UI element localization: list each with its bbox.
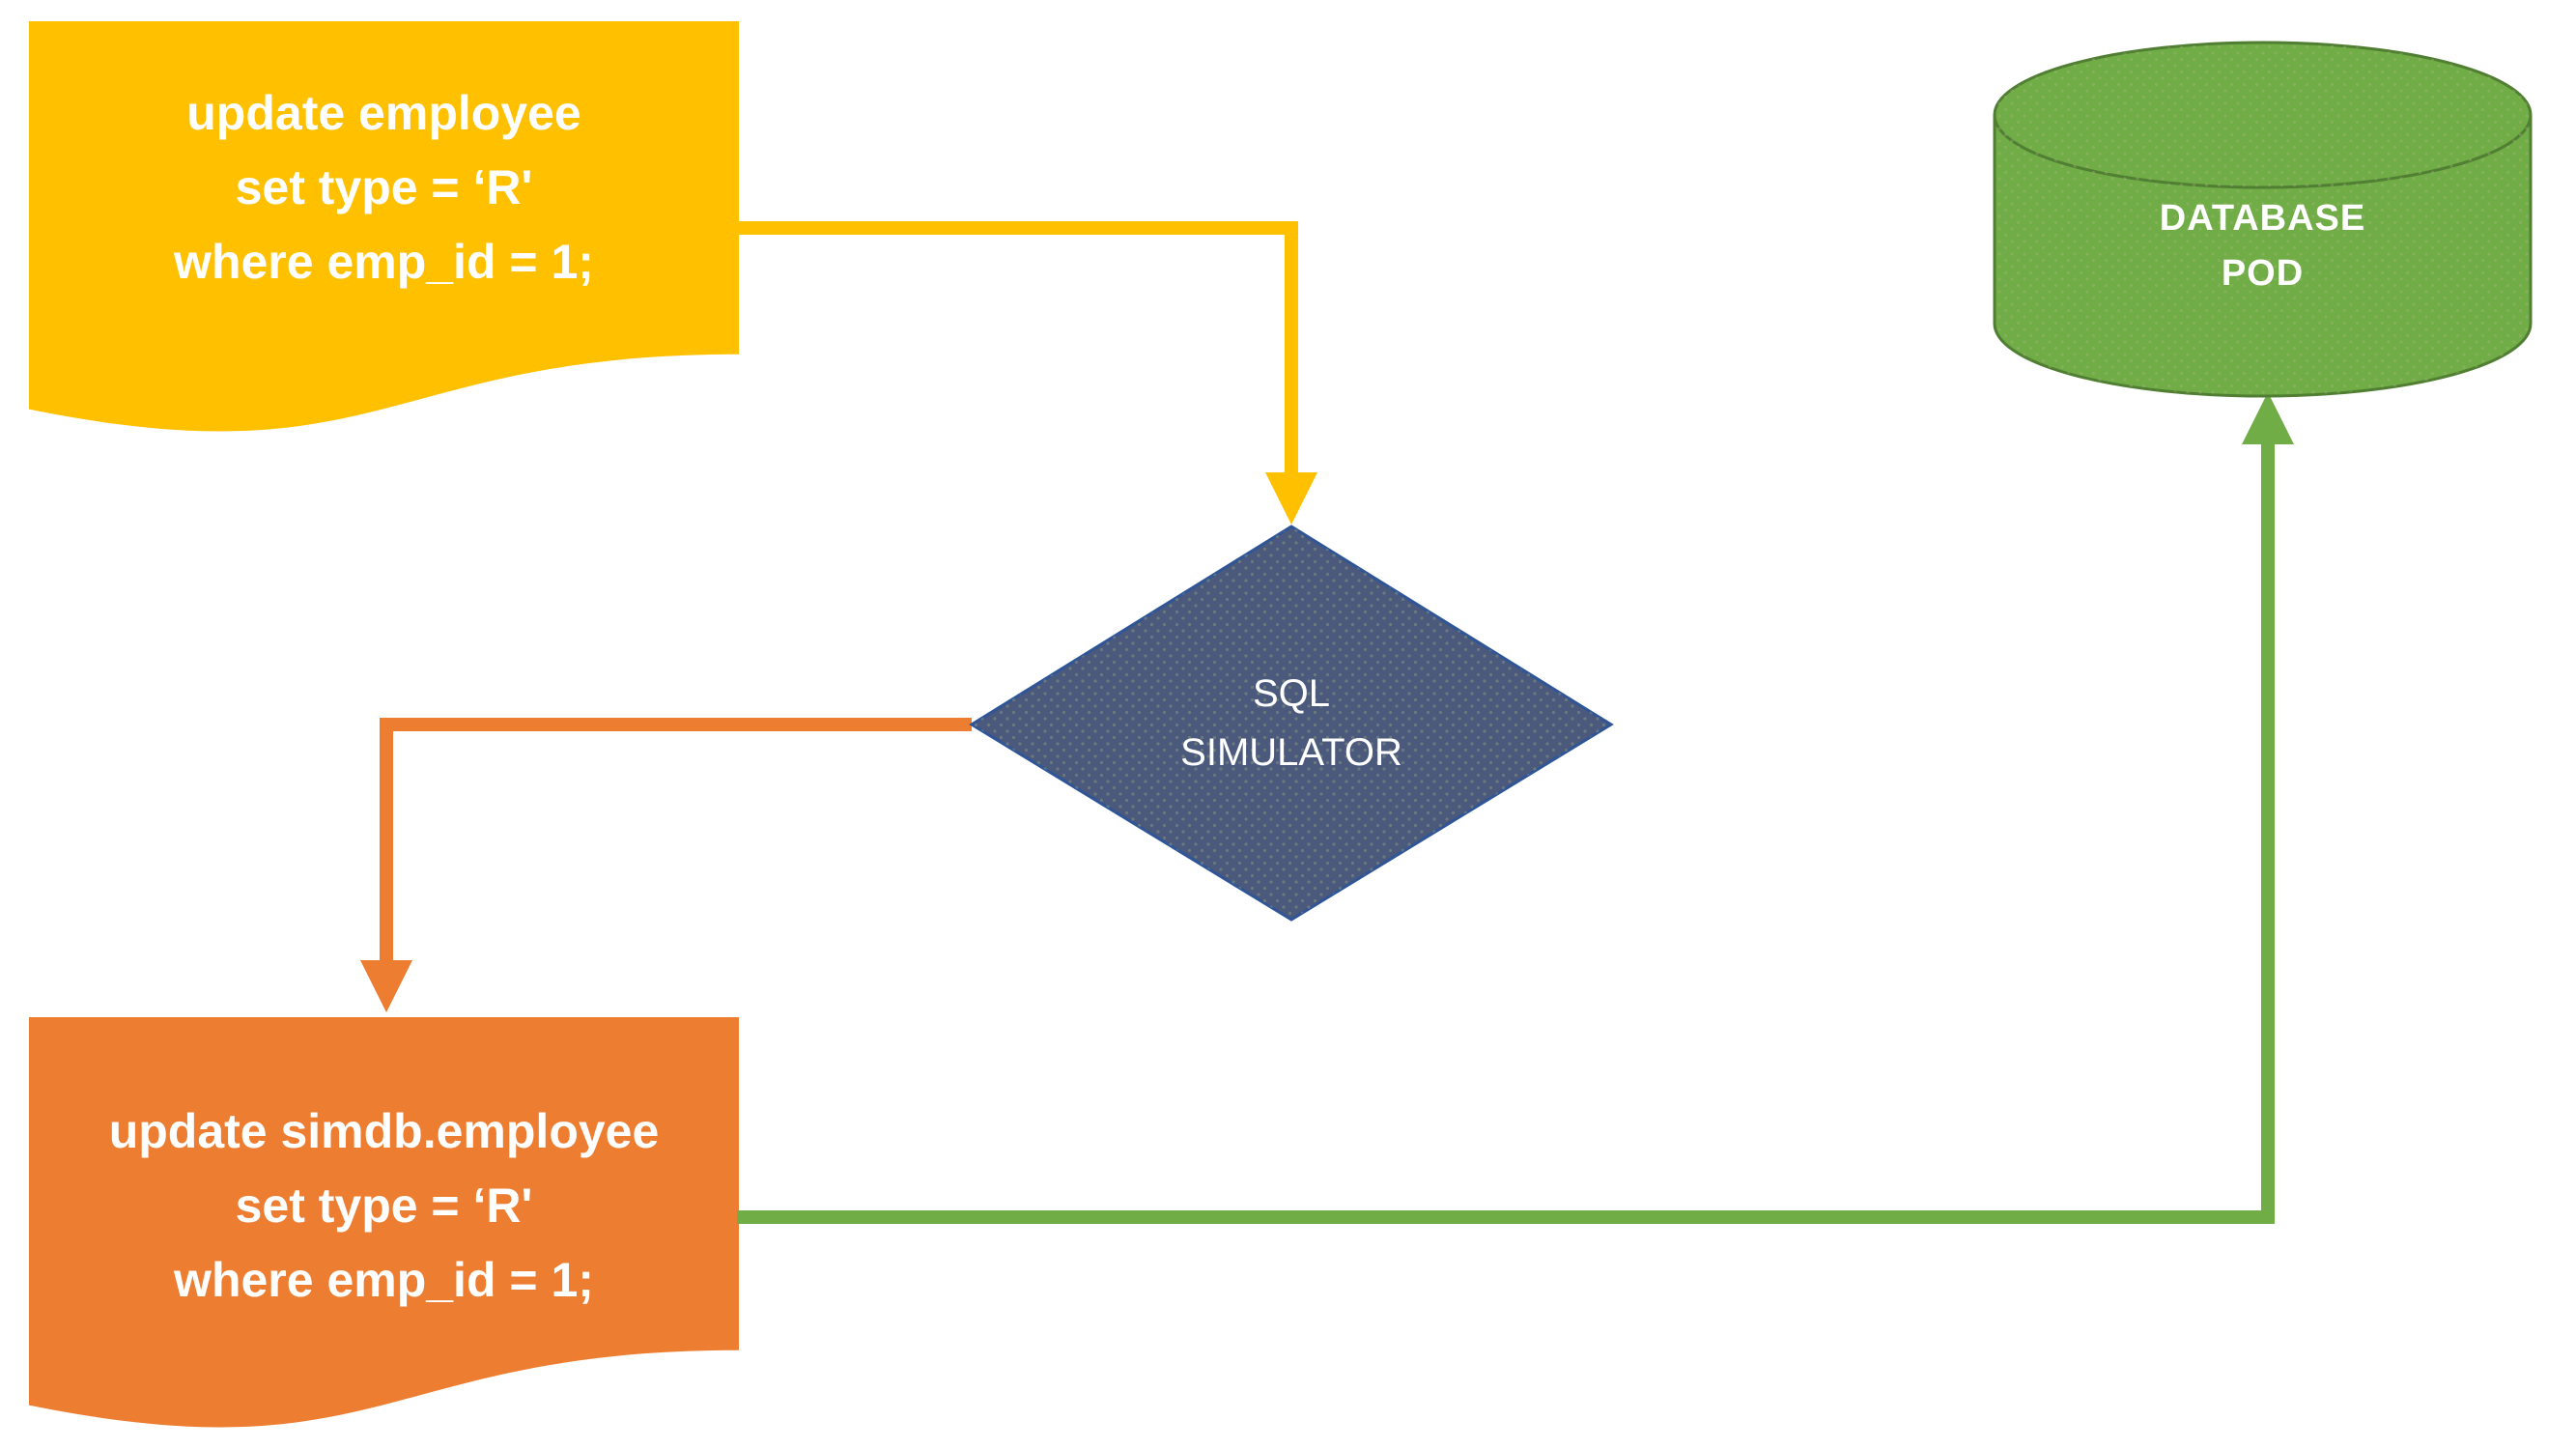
rewritten-to-database-arrowhead <box>2242 392 2294 444</box>
rewritten-sql-node-shape <box>29 1017 739 1428</box>
simulator-to-rewritten-arrowhead <box>360 960 412 1012</box>
simulator-to-rewritten-arrow <box>380 718 972 961</box>
source-sql-node-shape <box>29 21 739 432</box>
rewritten-to-database-arrow <box>737 443 2275 1224</box>
source-to-simulator-arrowhead <box>1265 472 1317 525</box>
source-to-simulator-arrow <box>737 221 1298 475</box>
sql-simulator-node-texture <box>972 526 1611 920</box>
database-pod-node-texture <box>1995 43 2531 397</box>
